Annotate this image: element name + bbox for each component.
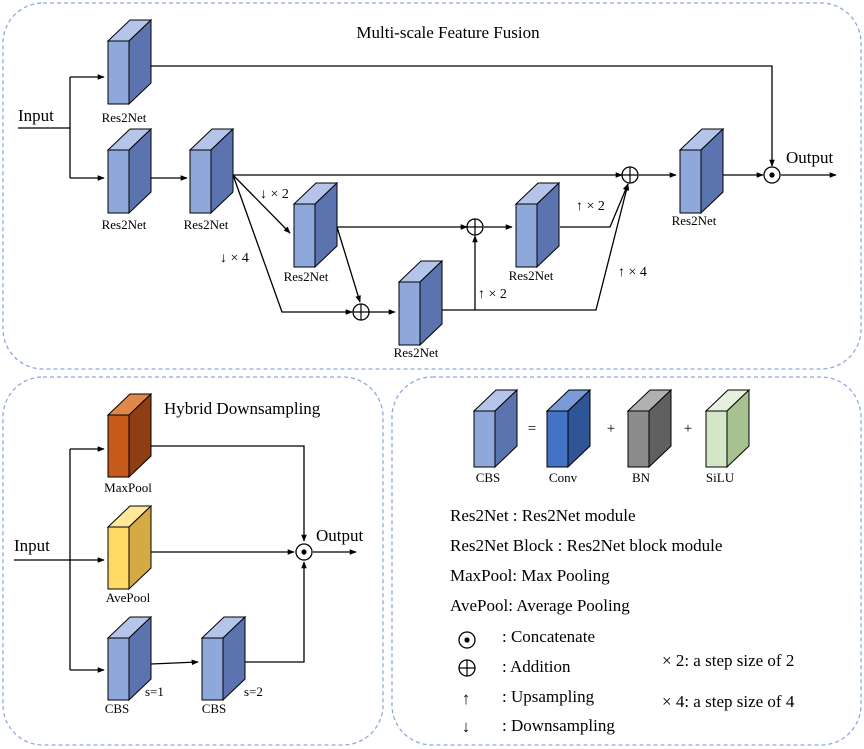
legend-addition-icon [458, 659, 476, 677]
cbs-block-s1 [106, 615, 153, 702]
res2net-label-third: Res2Net [184, 217, 229, 232]
legend-step4: × 4: a step size of 4 [662, 692, 795, 711]
addition-node-3 [352, 303, 370, 321]
legend-conv-label: Conv [549, 470, 578, 485]
legend-plus-2: + [684, 421, 692, 437]
legend-bn-label: BN [632, 470, 651, 485]
avepool-label: AvePool [106, 590, 151, 605]
legend-upsampling: : Upsampling [502, 687, 595, 706]
legend-cbs-label: CBS [476, 470, 501, 485]
legend-down-arrow-icon: ↓ [462, 717, 471, 736]
legend-cbs-block [472, 388, 519, 469]
legend-concat-icon [458, 631, 476, 649]
maxpool-block [106, 392, 153, 479]
maxpool-label: MaxPool [104, 480, 152, 495]
addition-node-1 [466, 218, 484, 236]
legend-conv-block [545, 388, 592, 469]
cbs-block-s2 [200, 615, 247, 702]
legend-def-maxpool: MaxPool: Max Pooling [450, 566, 610, 585]
fusion-input-label: Input [18, 106, 54, 125]
res2net-label-right: Res2Net [672, 213, 717, 228]
res2net-label-mid-right: Res2Net [509, 268, 554, 283]
concat-node-output [763, 166, 781, 184]
stride-s1-label: s=1 [145, 684, 164, 699]
fusion-connections [18, 65, 837, 315]
res2net-label-lower: Res2Net [394, 345, 439, 360]
res2net-block-third [188, 127, 235, 215]
legend-def-avepool: AvePool: Average Pooling [450, 596, 630, 615]
legend-step2: × 2: a step size of 2 [662, 651, 794, 670]
res2net-block-second [106, 127, 153, 215]
hybrid-title: Hybrid Downsampling [164, 399, 321, 418]
legend-def-res2net: Res2Net : Res2Net module [450, 506, 636, 525]
hybrid-concat-node [295, 543, 313, 561]
legend-silu-label: SiLU [706, 470, 735, 485]
fusion-operators [352, 166, 781, 321]
res2net-block-top [106, 18, 153, 106]
legend-bn-block [626, 388, 673, 469]
res2net-block-mid-right [514, 181, 561, 269]
legend-panel [391, 376, 862, 746]
legend-def-res2net-block: Res2Net Block : Res2Net block module [450, 536, 722, 555]
legend-silu-block [704, 388, 751, 469]
res2net-block-right [678, 127, 725, 215]
res2net-block-lower [397, 259, 444, 347]
res2net-block-mid-left [292, 181, 339, 269]
fusion-output-label: Output [786, 148, 834, 167]
hybrid-downsampling-panel [2, 376, 384, 746]
hybrid-input-label: Input [14, 536, 50, 555]
cbs-label-2: CBS [202, 701, 227, 716]
avepool-block [106, 504, 153, 591]
legend-downsampling: : Downsampling [502, 716, 615, 735]
down-x2-label: ↓ × 2 [260, 187, 289, 202]
res2net-label-mid-left: Res2Net [284, 269, 329, 284]
res2net-label-top: Res2Net [102, 110, 147, 125]
cbs-label-1: CBS [105, 701, 130, 716]
up-x2-label-lower: ↑ × 2 [478, 287, 507, 302]
fusion-title: Multi-scale Feature Fusion [356, 23, 540, 42]
legend-plus-1: + [607, 421, 615, 437]
down-x4-label: ↓ × 4 [220, 251, 249, 266]
up-x2-label-upper: ↑ × 2 [576, 199, 605, 214]
addition-node-2 [621, 166, 639, 184]
legend-concatenate: : Concatenate [502, 627, 595, 646]
res2net-label-second: Res2Net [102, 217, 147, 232]
legend-addition: : Addition [502, 657, 571, 676]
multi-scale-fusion-panel [2, 2, 862, 370]
up-x4-label: ↑ × 4 [618, 265, 647, 280]
stride-s2-label: s=2 [244, 684, 263, 699]
hybrid-output-label: Output [316, 526, 364, 545]
legend-up-arrow-icon: ↑ [462, 689, 471, 708]
hybrid-connections [14, 445, 357, 673]
legend-equals: = [528, 421, 536, 437]
